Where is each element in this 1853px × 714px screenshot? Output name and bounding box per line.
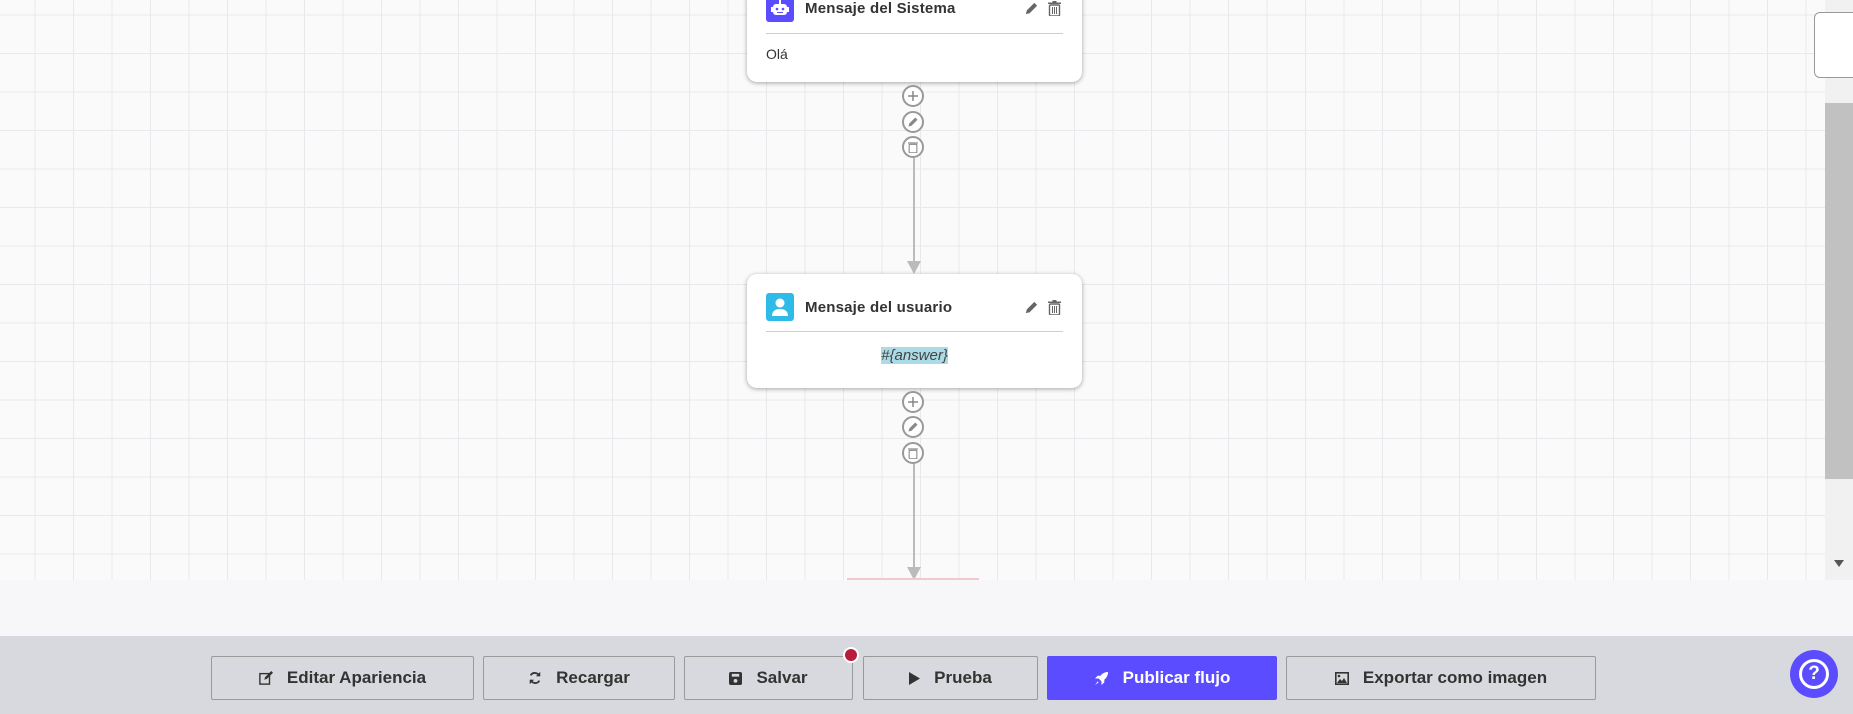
test-button[interactable]: Prueba [863,656,1038,700]
arrow-down-icon [907,567,921,580]
edit-edge-button[interactable] [902,111,924,133]
edit-appearance-button[interactable]: Editar Apariencia [211,656,474,700]
edit-edge-button[interactable] [902,416,924,438]
user-icon [766,293,794,321]
save-icon [729,671,743,685]
connector-line [913,464,915,568]
minimap-panel[interactable] [1814,12,1853,78]
play-icon [909,671,921,685]
robot-icon [766,0,794,22]
delete-node-trash-icon[interactable] [1045,298,1063,316]
scroll-down-arrow-icon[interactable] [1834,560,1844,567]
reload-button[interactable]: Recargar [483,656,675,700]
question-icon: ? [1799,659,1829,689]
add-step-button[interactable] [902,85,924,107]
unsaved-changes-indicator [843,647,859,663]
system-message-node[interactable]: Mensaje del Sistema Olá [747,0,1082,82]
add-step-button[interactable] [902,391,924,413]
user-message-node[interactable]: Mensaje del usuario #{answer} [747,274,1082,388]
node-title: Mensaje del usuario [805,298,953,316]
rocket-icon [1094,671,1108,685]
edit-node-pencil-icon[interactable] [1022,298,1040,316]
image-icon [1334,671,1349,685]
save-button[interactable]: Salvar [684,656,853,700]
scrollbar-thumb[interactable] [1825,103,1853,479]
help-button[interactable]: ? [1790,650,1838,698]
flow-canvas[interactable]: Mensaje del Sistema Olá Mensaje del usua… [0,0,1825,580]
delete-node-trash-icon[interactable] [1045,0,1063,17]
export-image-button[interactable]: Exportar como imagen [1286,656,1596,700]
sync-icon [529,671,541,685]
answer-variable: #{answer} [881,347,948,364]
node-title: Mensaje del Sistema [805,0,956,17]
edit-node-pencil-icon[interactable] [1022,0,1040,17]
node-body: Olá [766,46,788,62]
publish-flow-button[interactable]: Publicar flujo [1047,656,1277,700]
delete-edge-button[interactable] [902,442,924,464]
connector-line [913,158,915,262]
next-node-edge [847,578,979,580]
edit-icon [259,671,273,685]
arrow-down-icon [907,261,921,274]
delete-edge-button[interactable] [902,136,924,158]
